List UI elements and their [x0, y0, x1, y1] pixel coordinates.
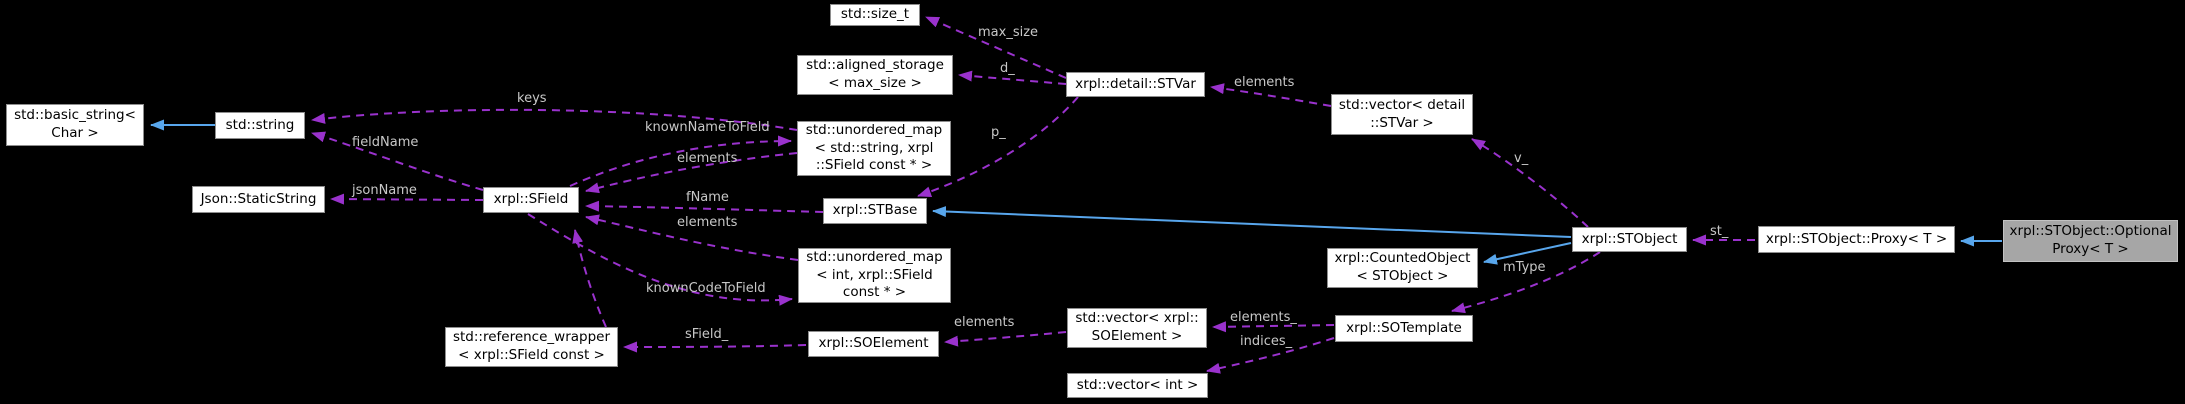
edge-label-indices: indices_	[1240, 334, 1293, 349]
edge-label-keys: keys	[517, 91, 547, 106]
edge-label-elements-soelement: elements	[954, 315, 1015, 330]
node-xrpl-stbase[interactable]: xrpl::STBase	[823, 198, 927, 224]
edge-label-elements-map-int: elements	[677, 215, 738, 230]
edge-label-v: v_	[1514, 151, 1529, 166]
node-json-staticstring[interactable]: Json::StaticString	[192, 186, 325, 213]
edge-label-elements-map-string: elements	[677, 151, 738, 166]
node-std-vector-detail-stvar[interactable]: std::vector< detail ::STVar >	[1331, 94, 1473, 135]
edge-jsonname	[330, 193, 484, 205]
node-xrpl-stobject[interactable]: xrpl::STObject	[1572, 227, 1687, 252]
edge-label-fieldname: fieldName	[352, 135, 419, 150]
edge-fieldname	[311, 131, 484, 191]
node-xrpl-stobject-optionalproxy: xrpl::STObject::Optional Proxy< T >	[2003, 220, 2178, 262]
edge-elements-vec	[1212, 321, 1335, 333]
node-std-string[interactable]: std::string	[215, 112, 305, 139]
edge-refwrap-sfield	[572, 229, 607, 328]
edge-keys	[311, 108, 798, 131]
edge-v	[1471, 138, 1589, 228]
edge-label-fname: fName	[686, 190, 729, 205]
edge-d	[958, 70, 1067, 85]
edge-label-sfield: sField_	[685, 327, 729, 342]
edge-label-p: p_	[991, 125, 1006, 140]
edge-sfield-member	[623, 341, 807, 353]
node-std-reference-wrapper[interactable]: std::reference_wrapper < xrpl::SField co…	[445, 327, 618, 367]
edge-elements-map-int	[585, 214, 799, 261]
node-xrpl-countedobject[interactable]: xrpl::CountedObject < STObject >	[1327, 248, 1478, 288]
edge-inherit-stbase	[932, 206, 1572, 238]
edge-label-max-size: max_size	[978, 25, 1039, 40]
edge-label-d: d_	[1000, 61, 1015, 76]
edge-elements-stvar	[1210, 83, 1332, 107]
edge-knowncodetofield	[527, 213, 793, 306]
edge-mtype	[1451, 251, 1601, 314]
edge-elements-soelement	[944, 331, 1067, 347]
edge-label-elements-stvar: elements	[1234, 75, 1295, 90]
edge-fname	[585, 200, 824, 213]
node-std-aligned-storage[interactable]: std::aligned_storage < max_size >	[797, 55, 953, 95]
edge-label-knowncodetofield: knownCodeToField	[646, 281, 766, 296]
node-unordered-map-int-sfield[interactable]: std::unordered_map < int, xrpl::SField c…	[798, 248, 951, 303]
node-std-vector-soelement[interactable]: std::vector< xrpl:: SOElement >	[1067, 308, 1207, 348]
node-std-size-t[interactable]: std::size_t	[830, 4, 920, 26]
edge-elements-map-string	[585, 152, 798, 194]
edge-knownnametofield	[569, 135, 792, 187]
edge-label-knownnametofield: knownNameToField	[645, 120, 770, 135]
edge-label-mtype: mType	[1503, 260, 1546, 275]
edge-label-elements-vec: elements_	[1230, 310, 1297, 325]
edge-inherit-countedobject	[1483, 242, 1572, 265]
edge-p	[917, 96, 1079, 197]
node-std-vector-int[interactable]: std::vector< int >	[1067, 373, 1208, 398]
node-xrpl-detail-stvar[interactable]: xrpl::detail::STVar	[1066, 72, 1205, 97]
node-xrpl-soelement[interactable]: xrpl::SOElement	[808, 331, 939, 357]
node-std-basic-string[interactable]: std::basic_string< Char >	[6, 104, 144, 146]
node-xrpl-sotemplate[interactable]: xrpl::SOTemplate	[1335, 315, 1473, 342]
node-xrpl-stobject-proxy[interactable]: xrpl::STObject::Proxy< T >	[1758, 226, 1955, 253]
node-unordered-map-string-sfield[interactable]: std::unordered_map < std::string, xrpl :…	[797, 121, 951, 176]
edge-label-jsonname: jsonName	[352, 183, 417, 198]
edge-indices	[1206, 337, 1335, 374]
node-xrpl-sfield[interactable]: xrpl::SField	[483, 187, 579, 213]
edge-label-st: st_	[1710, 224, 1729, 239]
edge-max-size	[925, 16, 1067, 79]
